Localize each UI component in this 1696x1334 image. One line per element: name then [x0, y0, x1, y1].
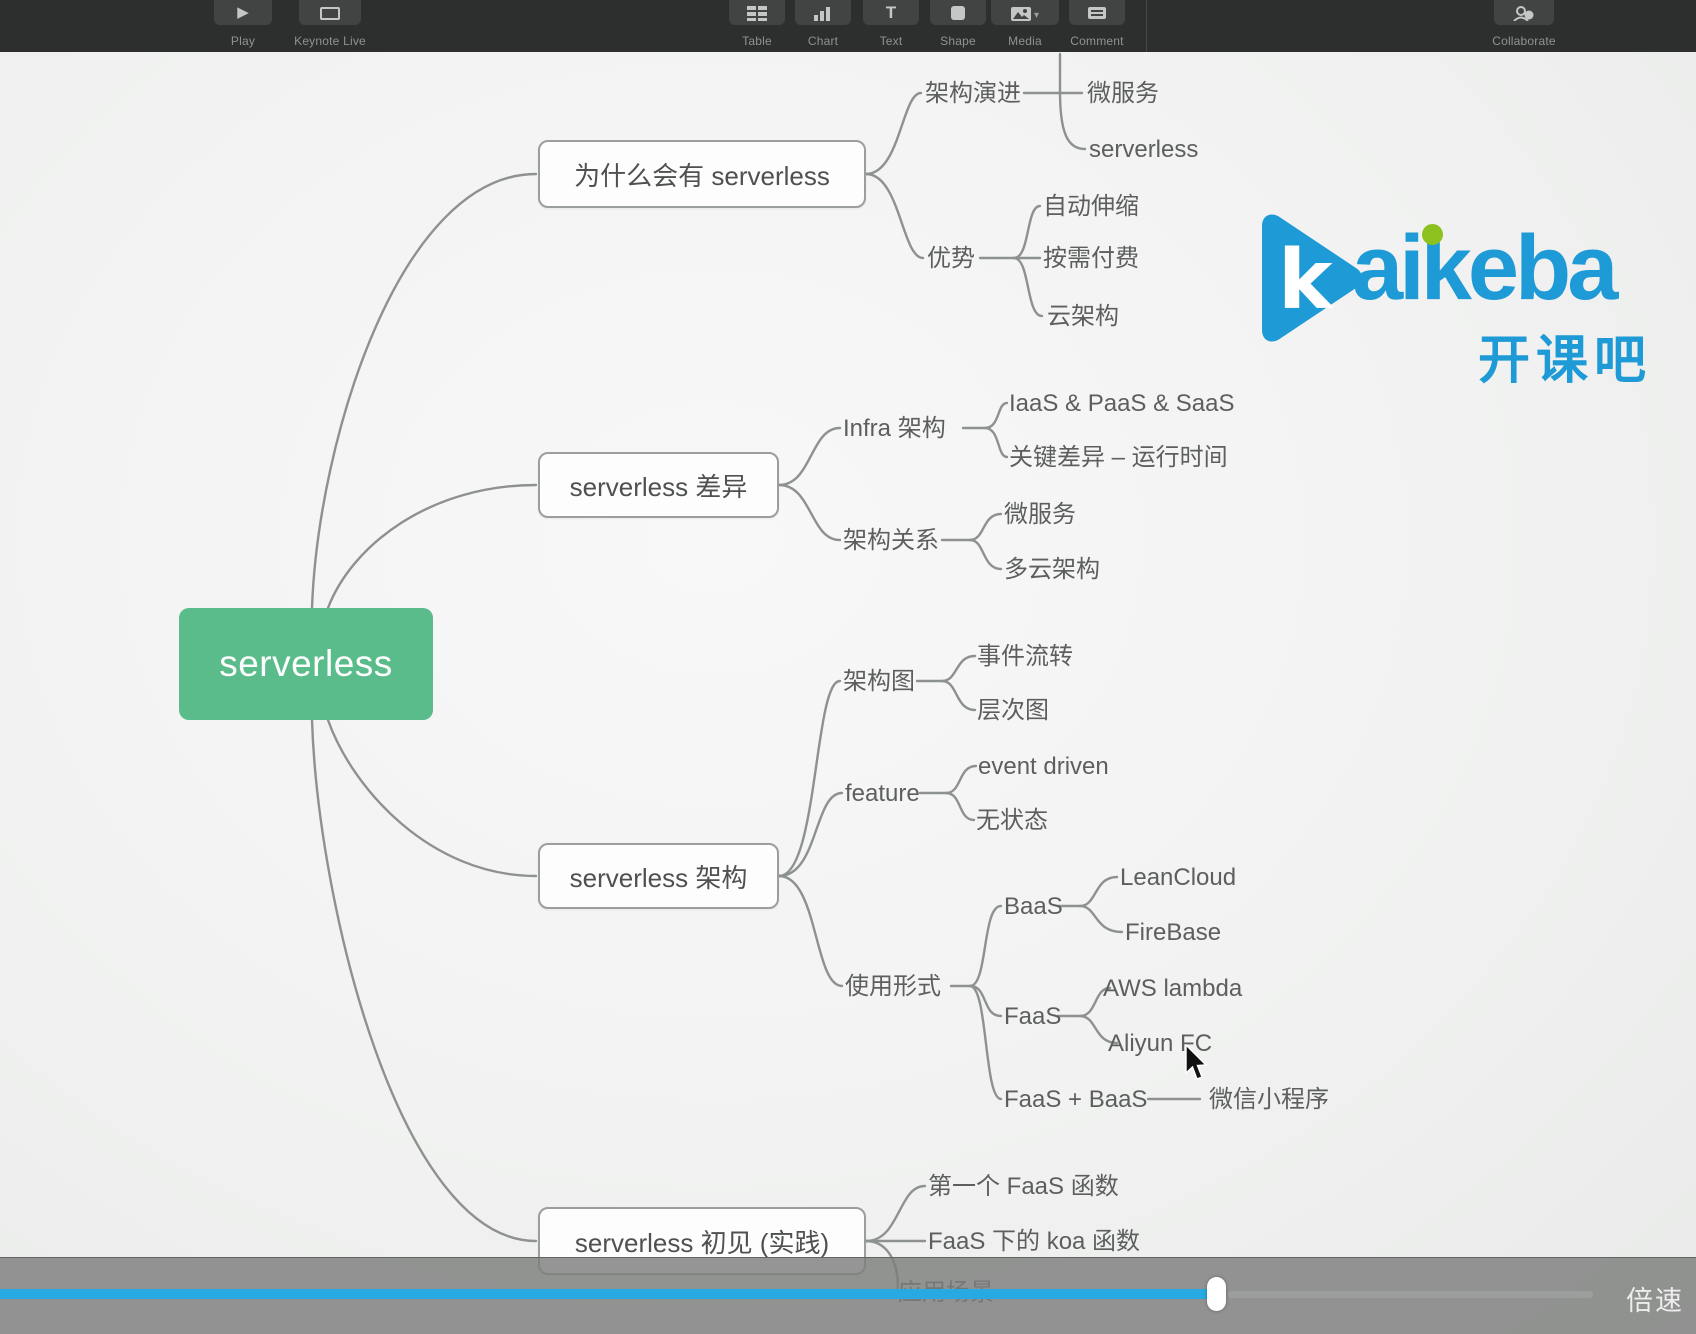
slide-canvas: serverless 为什么会有 serverless serverless 差…: [0, 52, 1696, 1334]
kaikeba-wordmark: aikeba: [1352, 217, 1618, 319]
play-label: Play: [230, 34, 256, 48]
chart-label: Chart: [807, 34, 839, 48]
mindmap-node[interactable]: 微服务: [1004, 501, 1076, 528]
mindmap-node[interactable]: 关键差异 – 运行时间: [1009, 444, 1228, 471]
chart-icon: [814, 7, 830, 21]
comment-button[interactable]: Comment: [1055, 0, 1139, 52]
mindmap-node[interactable]: 按需付费: [1043, 245, 1139, 272]
text-button[interactable]: T Text: [856, 0, 926, 52]
mindmap-node[interactable]: 微信小程序: [1209, 1086, 1329, 1113]
mindmap-node[interactable]: 多云架构: [1004, 556, 1100, 583]
play-button[interactable]: ▶ Play: [208, 0, 278, 52]
mindmap-branch-serverless-arch[interactable]: serverless 架构: [538, 843, 779, 909]
playback-speed-button[interactable]: 倍速: [1626, 1286, 1684, 1316]
comment-icon: [1088, 7, 1106, 19]
mindmap-node[interactable]: 第一个 FaaS 函数: [928, 1173, 1119, 1200]
mouse-cursor: [1185, 1044, 1208, 1080]
mindmap-node[interactable]: IaaS & PaaS & SaaS: [1009, 390, 1235, 417]
mindmap-node[interactable]: 自动伸缩: [1043, 193, 1139, 220]
mindmap-node[interactable]: FireBase: [1125, 919, 1222, 946]
mindmap-node[interactable]: 微服务: [1087, 80, 1159, 107]
mindmap-node[interactable]: BaaS: [1004, 893, 1063, 920]
mindmap-node[interactable]: 事件流转: [977, 643, 1073, 670]
shape-button[interactable]: Shape: [923, 0, 993, 52]
comment-label: Comment: [1070, 34, 1124, 48]
progress-bar-track[interactable]: [1228, 1291, 1593, 1298]
table-label: Table: [742, 34, 772, 48]
mindmap-branch-serverless-diff[interactable]: serverless 差异: [538, 452, 779, 518]
collaborate-label: Collaborate: [1492, 34, 1556, 48]
video-player-bar[interactable]: 倍速: [0, 1257, 1696, 1334]
mindmap-node[interactable]: AWS lambda: [1103, 975, 1243, 1002]
mindmap-node[interactable]: 架构关系: [843, 527, 939, 554]
keynote-live-button[interactable]: Keynote Live: [272, 0, 388, 52]
mindmap-node[interactable]: feature: [845, 780, 920, 807]
mindmap-node[interactable]: FaaS: [1004, 1003, 1062, 1030]
media-button[interactable]: ▾ Media: [983, 0, 1067, 52]
mindmap-node[interactable]: FaaS 下的 koa 函数: [928, 1228, 1141, 1255]
progress-knob[interactable]: [1207, 1277, 1226, 1311]
mindmap-node[interactable]: 架构图: [843, 668, 915, 695]
media-icon: [1010, 7, 1031, 21]
kaikeba-play-triangle-icon: k: [1262, 214, 1362, 342]
kaikeba-cjk-subtitle: 开课吧: [1477, 332, 1652, 390]
text-icon: T: [885, 3, 897, 22]
app-toolbar: ▶ Play Keynote Live Table Chart: [0, 0, 1696, 52]
green-dot-icon: [1422, 224, 1443, 245]
mindmap-branch-why-serverless[interactable]: 为什么会有 serverless: [538, 140, 866, 208]
mindmap-node[interactable]: Aliyun FC: [1108, 1030, 1213, 1057]
shape-icon: [951, 6, 965, 20]
mindmap-node[interactable]: LeanCloud: [1120, 864, 1237, 891]
mindmap-node[interactable]: serverless: [1089, 136, 1199, 163]
mindmap-connectors: [310, 52, 1202, 1294]
shape-label: Shape: [940, 34, 976, 48]
chart-button[interactable]: Chart: [788, 0, 858, 52]
mindmap-node[interactable]: 云架构: [1047, 303, 1119, 330]
mindmap-root-node[interactable]: serverless: [179, 608, 433, 720]
mindmap-node[interactable]: 无状态: [976, 807, 1048, 834]
table-button[interactable]: Table: [722, 0, 792, 52]
toolbar-divider: [1146, 0, 1147, 52]
text-label: Text: [879, 34, 903, 48]
mindmap-node[interactable]: FaaS + BaaS: [1004, 1086, 1148, 1113]
svg-text:k: k: [1278, 233, 1335, 328]
play-icon: ▶: [237, 4, 249, 21]
keynote-live-icon: [320, 7, 340, 20]
progress-bar-played[interactable]: [0, 1289, 1216, 1299]
mindmap-node[interactable]: Infra 架构: [843, 415, 946, 442]
mindmap-node[interactable]: event driven: [978, 753, 1109, 780]
collaborate-icon: [1513, 6, 1534, 21]
mindmap-node[interactable]: 架构演进: [925, 80, 1021, 107]
kaikeba-logo: k aikeba 开课吧: [1240, 200, 1680, 390]
mindmap-node[interactable]: 层次图: [977, 697, 1049, 724]
media-label: Media: [1008, 34, 1042, 48]
collaborate-button[interactable]: Collaborate: [1474, 0, 1574, 52]
keynote-live-label: Keynote Live: [294, 34, 366, 48]
mindmap-node[interactable]: 优势: [927, 245, 975, 272]
mindmap-node[interactable]: 使用形式: [845, 973, 941, 1000]
chevron-down-icon: ▾: [1033, 10, 1040, 21]
table-icon: [747, 6, 767, 21]
